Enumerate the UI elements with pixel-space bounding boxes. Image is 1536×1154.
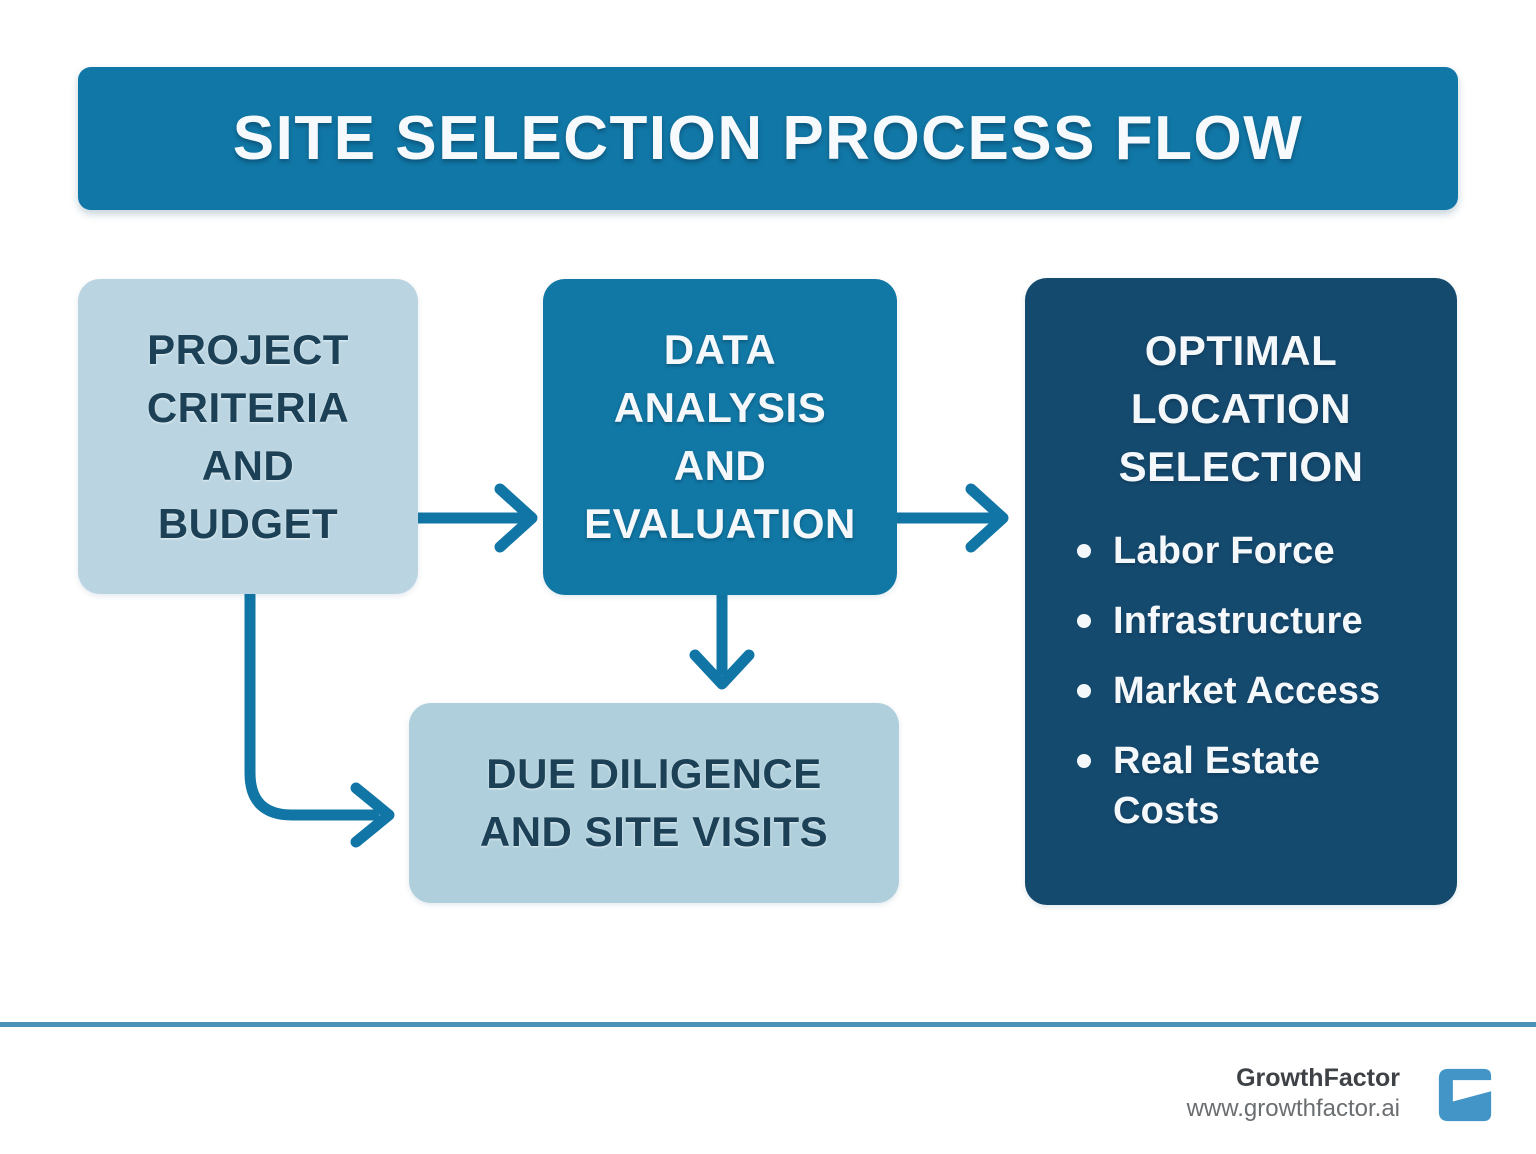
brand-website: www.growthfactor.ai	[1186, 1095, 1400, 1122]
node-label-line: AND	[673, 442, 767, 489]
node-label-line: CRITERIA	[146, 383, 350, 431]
node-label-line: EVALUATION	[584, 500, 856, 547]
bullet-label: Labor Force	[1113, 530, 1335, 572]
bullet-dot-icon	[1077, 544, 1091, 558]
node-label-line: SELECTION	[1118, 443, 1364, 490]
node-due-diligence-and-site-visits: DUE DILIGENCE AND SITE VISITS	[409, 703, 899, 903]
brand-name: GrowthFactor	[1236, 1064, 1400, 1092]
node-label-line: DATA	[663, 326, 777, 373]
node-heading: OPTIMAL LOCATION SELECTION	[1119, 322, 1364, 496]
bullet-label: Market Access	[1113, 670, 1381, 712]
node-label-line: BUDGET	[157, 499, 339, 547]
node-label-line: PROJECT	[147, 325, 349, 373]
arrow-criteria-to-analysis-icon	[413, 483, 538, 553]
node-label-line: OPTIMAL	[1144, 327, 1338, 374]
bullet-dot-icon	[1077, 754, 1091, 768]
list-item: Real Estate Costs	[1077, 736, 1431, 836]
bullet-dot-icon	[1077, 684, 1091, 698]
node-label-line: AND	[201, 441, 295, 489]
growthfactor-g-logo-icon	[1438, 1068, 1492, 1122]
list-item: Labor Force	[1077, 526, 1431, 576]
criteria-bullet-list: Labor Force Infrastructure Market Access…	[1025, 526, 1457, 856]
node-label-line: LOCATION	[1130, 385, 1352, 432]
bullet-dot-icon	[1077, 614, 1091, 628]
page-title: SITE SELECTION PROCESS FLOW	[232, 104, 1304, 173]
arrow-analysis-to-selection-icon	[892, 483, 1009, 553]
footer-divider	[0, 1022, 1536, 1027]
bullet-label: Real Estate Costs	[1113, 740, 1321, 832]
list-item: Market Access	[1077, 666, 1431, 716]
node-label-line: DUE DILIGENCE	[486, 750, 822, 797]
node-project-criteria-and-budget: PROJECT CRITERIA AND BUDGET	[78, 279, 418, 594]
arrow-criteria-to-diligence-icon	[244, 589, 395, 848]
arrow-analysis-to-diligence-icon	[689, 589, 755, 690]
list-item: Infrastructure	[1077, 596, 1431, 646]
node-label-line: ANALYSIS	[613, 384, 827, 431]
node-label-line: AND SITE VISITS	[479, 808, 829, 855]
node-data-analysis-and-evaluation: DATA ANALYSIS AND EVALUATION	[543, 279, 897, 595]
node-optimal-location-selection: OPTIMAL LOCATION SELECTION Labor Force I…	[1025, 278, 1457, 905]
footer-brand-block: GrowthFactor www.growthfactor.ai	[1187, 1062, 1400, 1124]
bullet-label: Infrastructure	[1113, 600, 1363, 642]
title-banner: SITE SELECTION PROCESS FLOW	[78, 67, 1458, 210]
